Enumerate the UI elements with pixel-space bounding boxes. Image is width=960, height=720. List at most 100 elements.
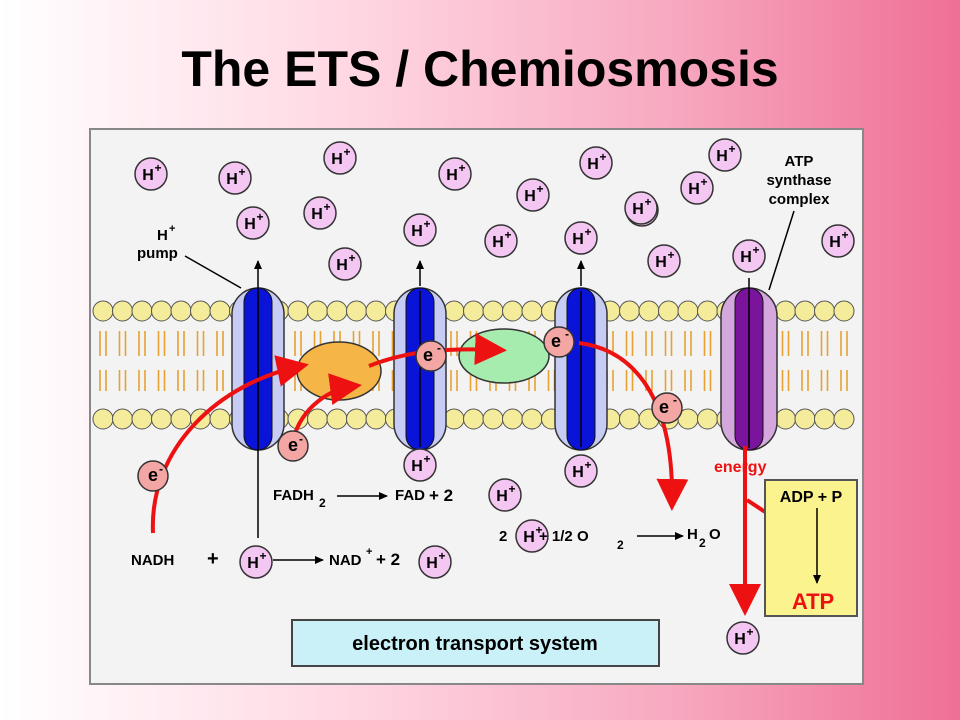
svg-text:+: + bbox=[458, 161, 465, 175]
svg-text:e: e bbox=[423, 345, 433, 365]
svg-text:NAD: NAD bbox=[329, 552, 362, 569]
lipid-head bbox=[697, 408, 718, 430]
lipid-head bbox=[151, 408, 172, 430]
svg-text:ATP: ATP bbox=[785, 153, 814, 170]
lipid-head bbox=[209, 408, 231, 430]
svg-text:H: H bbox=[572, 231, 584, 248]
lipid-head bbox=[833, 408, 855, 430]
svg-text:+: + bbox=[752, 243, 759, 257]
svg-text:-: - bbox=[437, 341, 441, 355]
svg-text:+: + bbox=[207, 548, 219, 570]
lipid-head bbox=[814, 408, 835, 430]
svg-text:H: H bbox=[157, 227, 168, 244]
proton-h-plus: H+ bbox=[328, 247, 362, 281]
proton-h-plus: H+ bbox=[488, 478, 522, 512]
svg-text:synthase: synthase bbox=[766, 172, 831, 189]
svg-text:ATP: ATP bbox=[792, 589, 834, 614]
svg-text:H: H bbox=[426, 555, 438, 572]
proton-h-plus: H+ bbox=[403, 448, 437, 482]
svg-text:H: H bbox=[734, 631, 746, 648]
lipid-head bbox=[131, 408, 153, 430]
lipid-head bbox=[346, 300, 367, 322]
lipid-head bbox=[521, 300, 543, 322]
svg-text:+: + bbox=[423, 217, 430, 231]
svg-text:+: + bbox=[438, 549, 445, 563]
ets-caption: electron transport system bbox=[291, 619, 660, 667]
proton-h-plus: H+ bbox=[403, 213, 437, 247]
lipid-head bbox=[463, 408, 484, 430]
atp-box: ADP + P ATP bbox=[764, 479, 858, 617]
electron-3: e- bbox=[415, 340, 447, 372]
svg-text:-: - bbox=[299, 432, 303, 446]
water-equation: 2 + 1/2 O 2 H 2 O bbox=[499, 526, 721, 552]
lipid-head bbox=[92, 408, 114, 430]
electron-1: e- bbox=[137, 460, 169, 492]
svg-text:+: + bbox=[584, 458, 591, 472]
svg-text:+: + bbox=[169, 223, 175, 235]
svg-text:H: H bbox=[587, 156, 599, 173]
svg-text:H: H bbox=[226, 171, 238, 188]
proton-h-plus: H+ bbox=[239, 545, 273, 579]
svg-text:FAD: FAD bbox=[395, 487, 425, 504]
svg-text:e: e bbox=[659, 397, 669, 417]
electron-4: e- bbox=[543, 326, 575, 358]
atp-synthase-label: ATP synthase complex bbox=[766, 153, 832, 291]
svg-text:H: H bbox=[336, 257, 348, 274]
svg-text:H: H bbox=[331, 151, 343, 168]
proton-h-plus: H+ bbox=[708, 138, 742, 172]
proton-h-plus: H+ bbox=[516, 178, 550, 212]
svg-text:NADH: NADH bbox=[131, 552, 174, 569]
lipid-head bbox=[658, 300, 679, 322]
lipid-head bbox=[794, 300, 816, 322]
proton-h-plus: H+ bbox=[515, 519, 549, 553]
lipid-head bbox=[209, 300, 231, 322]
svg-text:H: H bbox=[311, 206, 323, 223]
green-complex bbox=[458, 328, 550, 384]
svg-text:+: + bbox=[256, 210, 263, 224]
proton-h-plus: H+ bbox=[418, 545, 452, 579]
svg-text:+: + bbox=[728, 142, 735, 156]
lipid-head bbox=[307, 300, 328, 322]
svg-text:H: H bbox=[496, 488, 508, 505]
proton-h-plus: H+ bbox=[726, 621, 760, 655]
svg-text:H: H bbox=[492, 234, 504, 251]
svg-text:+ 2: + 2 bbox=[429, 486, 453, 505]
slide-title: The ETS / Chemiosmosis bbox=[181, 41, 779, 97]
lipid-head bbox=[365, 408, 387, 430]
svg-text:+: + bbox=[599, 150, 606, 164]
lipid-head bbox=[775, 300, 796, 322]
svg-text:+: + bbox=[667, 248, 674, 262]
svg-text:H: H bbox=[688, 181, 700, 198]
svg-text:2: 2 bbox=[499, 528, 507, 545]
lipid-head bbox=[502, 300, 523, 322]
lipid-head bbox=[638, 300, 660, 322]
svg-text:pump: pump bbox=[137, 245, 178, 262]
svg-text:H: H bbox=[446, 167, 458, 184]
proton-h-plus: H+ bbox=[732, 239, 766, 273]
proton-h-plus: H+ bbox=[624, 191, 658, 225]
lipid-head bbox=[463, 300, 484, 322]
svg-text:2: 2 bbox=[617, 538, 624, 552]
proton-pump-2 bbox=[393, 287, 447, 451]
lipid-head bbox=[619, 300, 640, 322]
svg-text:H: H bbox=[244, 216, 256, 233]
proton-h-plus: H+ bbox=[680, 171, 714, 205]
proton-pump-3 bbox=[554, 287, 608, 451]
lipid-head bbox=[131, 300, 153, 322]
svg-text:+: + bbox=[644, 195, 651, 209]
proton-h-plus: H+ bbox=[323, 141, 357, 175]
svg-text:FADH: FADH bbox=[273, 487, 314, 504]
lipid-head bbox=[443, 300, 465, 322]
proton-h-plus: H+ bbox=[218, 161, 252, 195]
lipid-head bbox=[443, 408, 465, 430]
lipid-head bbox=[170, 300, 192, 322]
proton-h-plus: H+ bbox=[134, 157, 168, 191]
lipid-head bbox=[92, 300, 114, 322]
svg-text:H: H bbox=[572, 464, 584, 481]
atp-synthase bbox=[720, 278, 778, 451]
svg-text:e: e bbox=[288, 435, 298, 455]
proton-h-plus: H+ bbox=[484, 224, 518, 258]
proton-h-plus: H+ bbox=[579, 146, 613, 180]
lipid-head bbox=[112, 300, 133, 322]
proton-group: H+H+H+H+H+H+H+H+H+H+H+H+H+H+H+H+H+H+H+H+… bbox=[134, 138, 855, 655]
